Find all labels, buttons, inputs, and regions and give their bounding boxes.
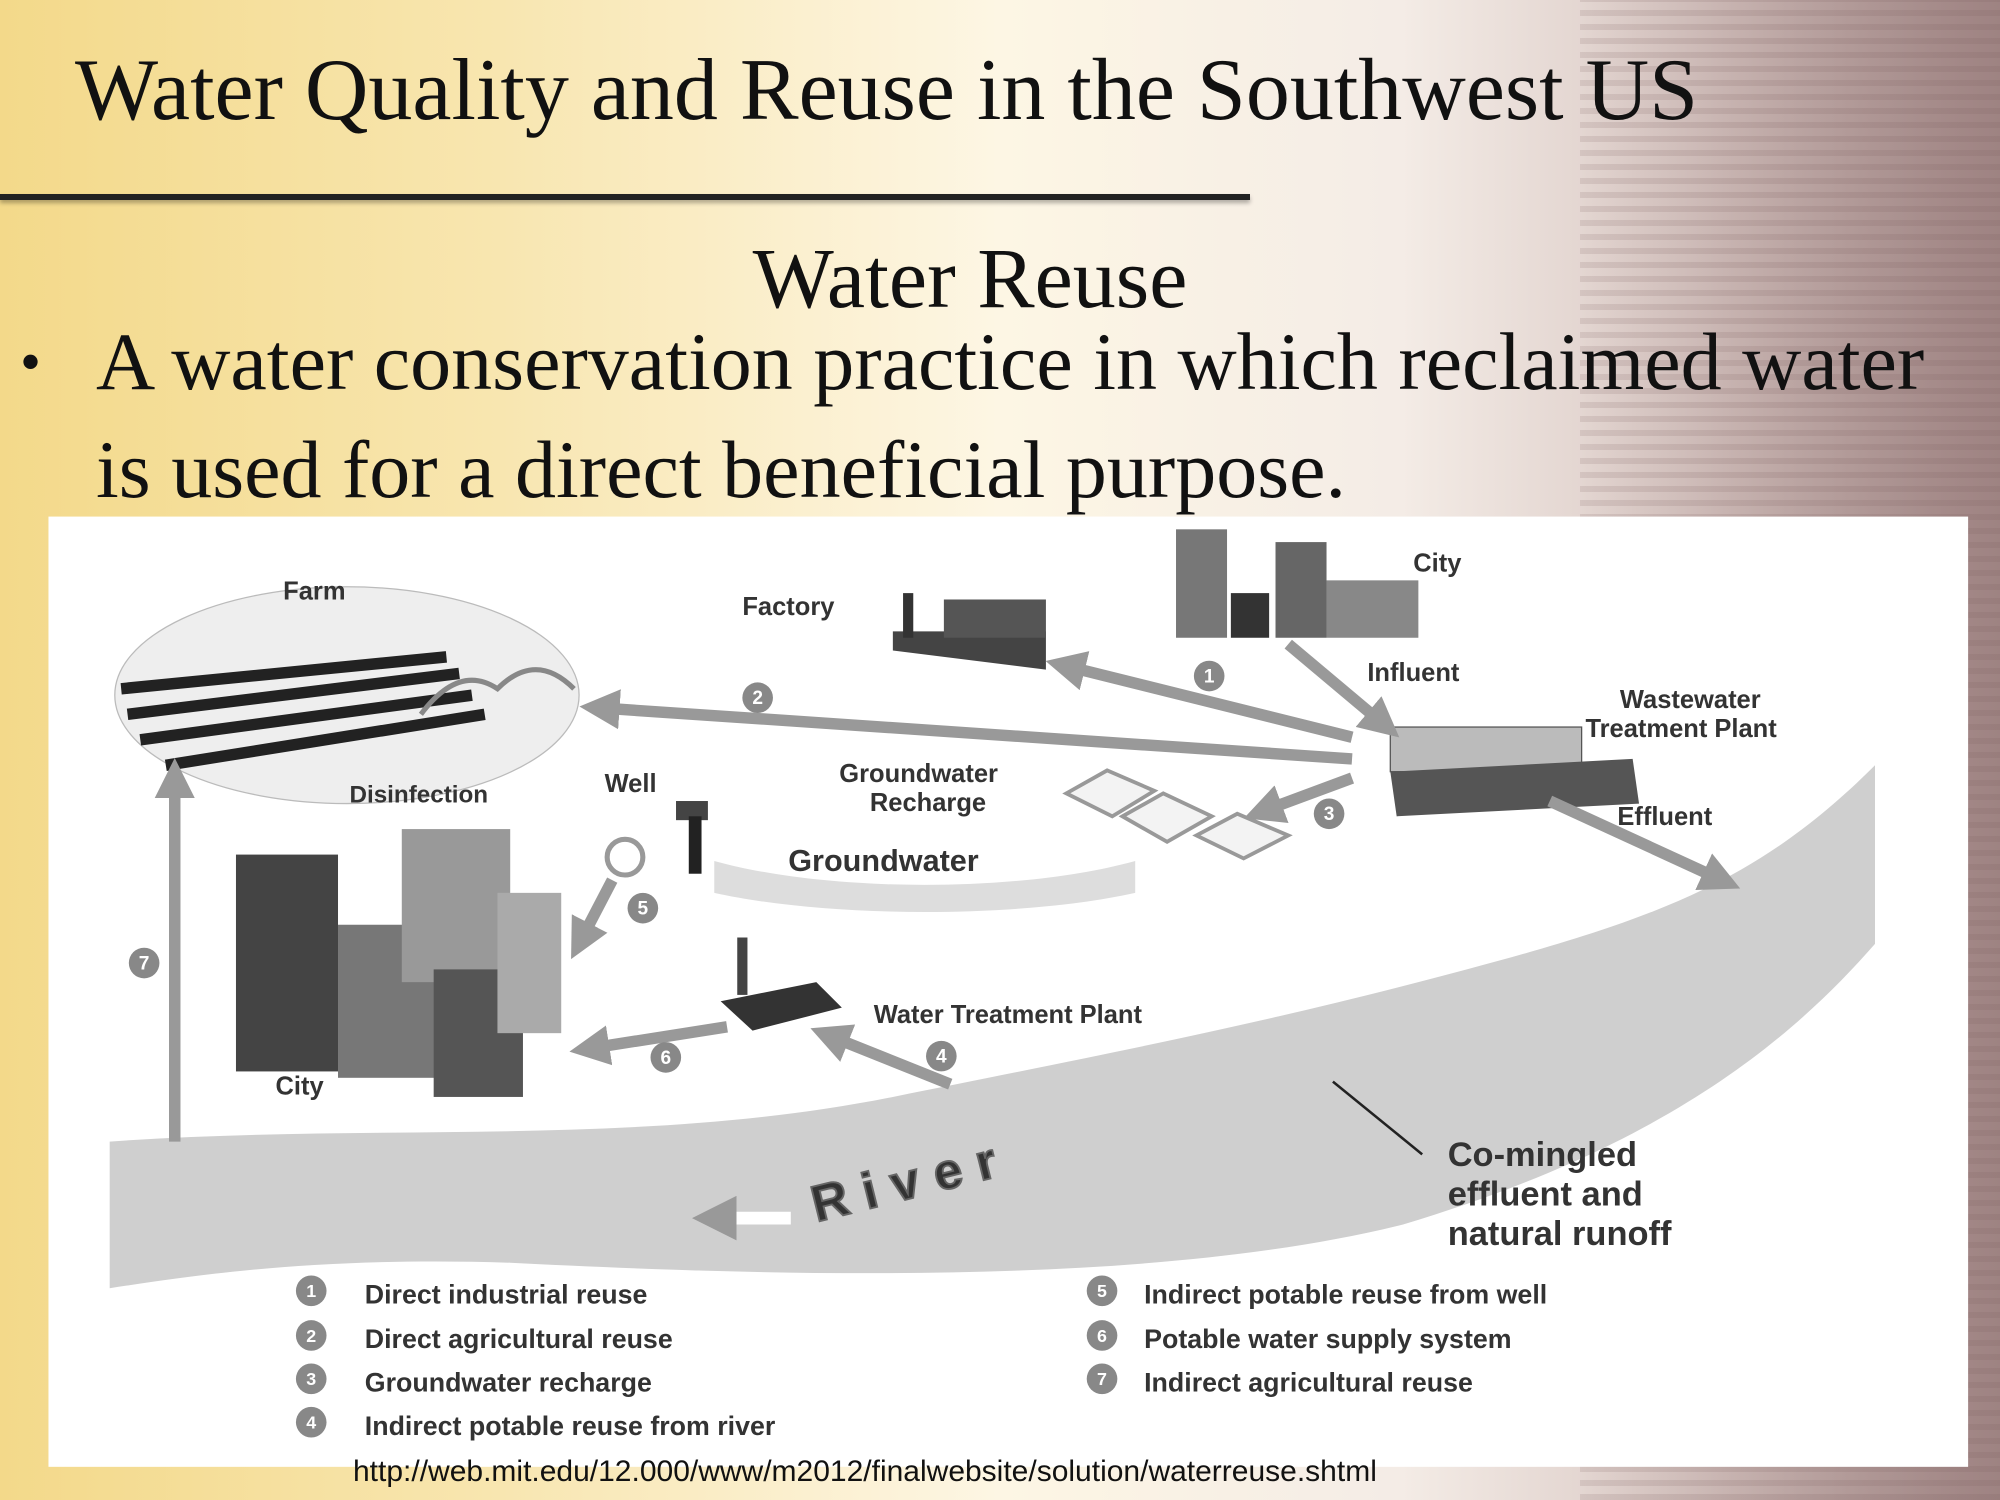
svg-text:Indirect potable reuse from ri: Indirect potable reuse from river bbox=[365, 1411, 776, 1441]
marker-3: 3 bbox=[1313, 798, 1345, 830]
source-url[interactable]: http://web.mit.edu/12.000/www/m2012/fina… bbox=[353, 1455, 1377, 1488]
label-water-treatment-plant: Water Treatment Plant bbox=[874, 1001, 1143, 1029]
label-disinfection: Disinfection bbox=[349, 781, 488, 808]
water-treatment-plant-icon bbox=[720, 937, 842, 1031]
label-comingled-1: Co-mingled bbox=[1448, 1136, 1637, 1174]
svg-text:6: 6 bbox=[660, 1048, 671, 1069]
label-city-bottom: City bbox=[276, 1072, 325, 1100]
svg-text:5: 5 bbox=[638, 899, 649, 920]
svg-text:1: 1 bbox=[306, 1281, 316, 1301]
label-groundwater: Groundwater bbox=[788, 844, 979, 878]
marker-7: 7 bbox=[128, 947, 160, 979]
label-city-top: City bbox=[1413, 549, 1462, 577]
label-gw-recharge-1: Groundwater bbox=[839, 760, 998, 788]
legend-item-2: 2 Direct agricultural reuse bbox=[295, 1320, 673, 1354]
factory-icon bbox=[892, 593, 1046, 670]
bullet-point: • A water conservation practice in which… bbox=[20, 308, 1960, 524]
farm-illustration bbox=[114, 586, 580, 805]
marker-4: 4 bbox=[926, 1040, 957, 1072]
svg-text:Direct agricultural reuse: Direct agricultural reuse bbox=[365, 1324, 673, 1354]
step-markers: 1 2 3 4 5 6 7 bbox=[128, 660, 1345, 1073]
marker-1: 1 bbox=[1193, 660, 1225, 692]
svg-text:Indirect potable reuse from we: Indirect potable reuse from well bbox=[1144, 1280, 1547, 1310]
pointer-line bbox=[1332, 1080, 1423, 1156]
legend-item-1: 1 Direct industrial reuse bbox=[295, 1275, 648, 1310]
svg-text:Groundwater recharge: Groundwater recharge bbox=[365, 1368, 652, 1398]
well-icon bbox=[604, 801, 708, 878]
label-influent: Influent bbox=[1367, 659, 1460, 687]
svg-text:7: 7 bbox=[139, 953, 150, 974]
label-wwtp-2: Treatment Plant bbox=[1585, 715, 1777, 743]
svg-text:7: 7 bbox=[1097, 1369, 1107, 1389]
label-comingled-2: effluent and bbox=[1448, 1175, 1643, 1213]
bullet-icon: • bbox=[20, 329, 42, 395]
label-well: Well bbox=[605, 770, 657, 798]
svg-text:4: 4 bbox=[936, 1047, 947, 1068]
marker-2: 2 bbox=[742, 682, 773, 714]
bullet-text: A water conservation practice in which r… bbox=[96, 316, 1925, 515]
slide-subtitle: Water Reuse bbox=[752, 230, 1188, 326]
svg-text:2: 2 bbox=[752, 688, 763, 709]
svg-text:5: 5 bbox=[1097, 1281, 1107, 1301]
label-wwtp-1: Wastewater bbox=[1620, 686, 1761, 714]
svg-text:1: 1 bbox=[1204, 666, 1215, 687]
svg-text:2: 2 bbox=[306, 1326, 316, 1346]
svg-text:3: 3 bbox=[1324, 804, 1335, 825]
marker-5: 5 bbox=[627, 892, 659, 924]
label-effluent: Effluent bbox=[1617, 803, 1712, 831]
label-gw-recharge-2: Recharge bbox=[870, 789, 986, 817]
legend-item-4: 4 Indirect potable reuse from river bbox=[295, 1406, 776, 1441]
river bbox=[109, 765, 1876, 1289]
city-buildings-icon bbox=[235, 829, 562, 1097]
label-factory: Factory bbox=[742, 593, 835, 621]
slide-title: Water Quality and Reuse in the Southwest… bbox=[75, 42, 1699, 139]
svg-text:6: 6 bbox=[1097, 1326, 1107, 1346]
svg-text:3: 3 bbox=[306, 1369, 316, 1389]
groundwater-band bbox=[714, 860, 1136, 912]
flow-arrows bbox=[154, 639, 1741, 1142]
svg-text:Direct industrial reuse: Direct industrial reuse bbox=[365, 1280, 648, 1310]
marker-6: 6 bbox=[650, 1042, 682, 1073]
wastewater-plant-icon bbox=[1389, 726, 1640, 817]
svg-text:4: 4 bbox=[306, 1413, 316, 1433]
svg-text:Potable water supply system: Potable water supply system bbox=[1144, 1324, 1511, 1354]
legend-item-7: 7 Indirect agricultural reuse bbox=[1086, 1363, 1473, 1398]
recharge-basins bbox=[1062, 768, 1293, 861]
legend: 1 Direct industrial reuse 2 Direct agricul… bbox=[295, 1275, 1547, 1441]
label-farm: Farm bbox=[283, 577, 345, 605]
title-divider bbox=[0, 194, 1250, 200]
label-comingled-3: natural runoff bbox=[1448, 1215, 1672, 1253]
legend-item-5: 5 Indirect potable reuse from well bbox=[1086, 1275, 1547, 1310]
legend-item-3: 3 Groundwater recharge bbox=[295, 1363, 652, 1398]
city-skyline-icon bbox=[1176, 529, 1419, 638]
svg-text:Indirect agricultural reuse: Indirect agricultural reuse bbox=[1144, 1368, 1473, 1398]
legend-item-6: 6 Potable water supply system bbox=[1086, 1320, 1512, 1354]
